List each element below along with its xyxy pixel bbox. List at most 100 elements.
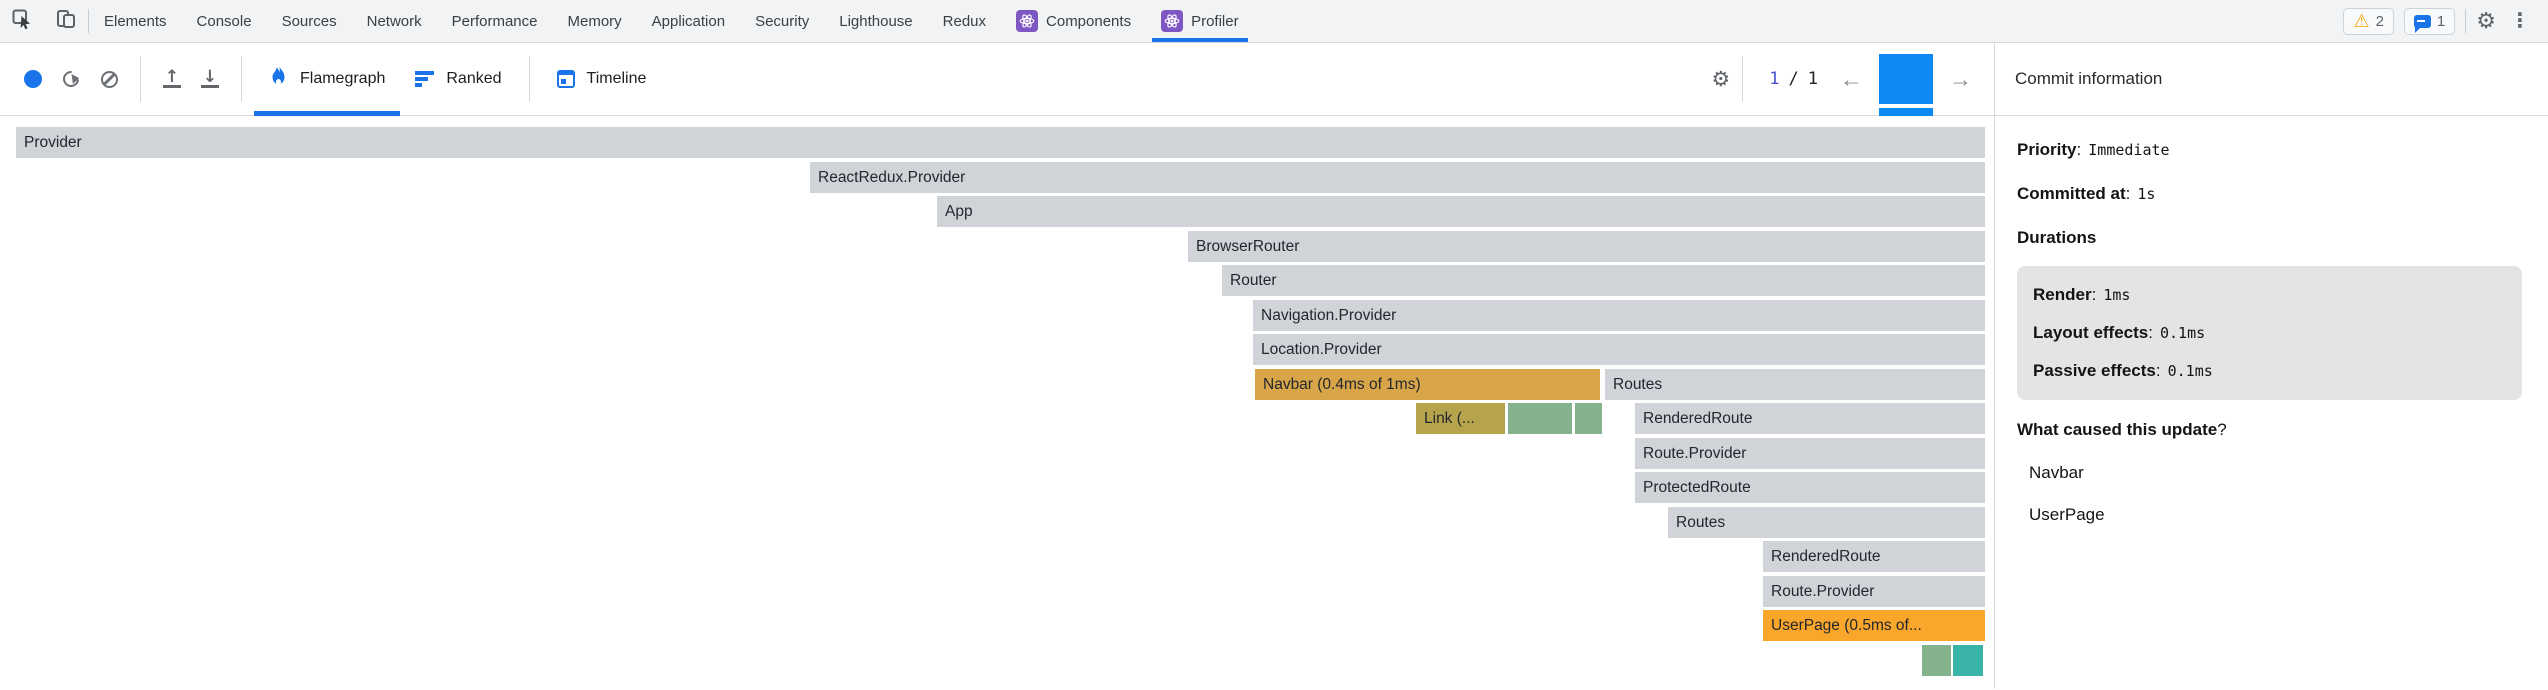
tab-network[interactable]: Network — [352, 0, 437, 42]
commit-divider: / — [1788, 69, 1799, 89]
inspect-element-button[interactable] — [0, 0, 44, 42]
profiler-settings-icon[interactable]: ⚙ — [1711, 67, 1731, 91]
next-commit-arrow[interactable]: → — [1949, 65, 1972, 92]
issues-badge[interactable]: 1 — [2403, 7, 2456, 35]
flame-bar[interactable]: UserPage (0.5ms of... — [1763, 610, 1985, 641]
tab-elements[interactable]: Elements — [89, 0, 182, 42]
priority-label: Priority — [2017, 140, 2077, 159]
cause-label: Navbar — [2029, 463, 2084, 482]
cause-label: UserPage — [2029, 505, 2105, 524]
tabbar-separator — [88, 9, 89, 33]
flame-bar[interactable]: Link (... — [1416, 403, 1505, 434]
toolbar-separator — [528, 56, 530, 102]
tab-performance[interactable]: Performance — [437, 0, 553, 42]
passive-effects-label: Passive effects — [2033, 361, 2156, 380]
tab-label: Profiler — [1191, 12, 1239, 30]
flame-bar[interactable]: Routes — [1668, 506, 1985, 538]
more-options-icon[interactable]: ⋮ — [2510, 10, 2530, 32]
commit-info-title: Commit information — [2015, 69, 2163, 88]
tab-label: Security — [755, 12, 810, 30]
tabbar-separator — [2465, 9, 2467, 33]
selected-commit-bar[interactable] — [1879, 53, 1933, 104]
device-toolbar-button[interactable] — [44, 0, 88, 42]
warning-icon: ⚠ — [2353, 11, 2370, 31]
commit-info-header: Commit information — [1995, 43, 2548, 116]
download-icon: ↓ — [200, 67, 220, 88]
view-tab-label: Flamegraph — [300, 70, 386, 87]
layout-effects-row: Layout effects: 0.1ms — [2033, 323, 2206, 342]
tab-lighthouse[interactable]: Lighthouse — [824, 0, 927, 42]
commit-selector[interactable] — [1879, 53, 1933, 116]
tab-profiler[interactable]: Profiler — [1146, 0, 1254, 42]
ranked-bars-icon — [415, 71, 435, 87]
save-profile-button[interactable]: ↓ — [191, 55, 229, 103]
toolbar-separator — [241, 56, 242, 102]
priority-row: Priority: Immediate — [2017, 140, 2170, 159]
upload-icon: ↑ — [162, 67, 182, 88]
flame-bar[interactable]: Location.Provider — [1253, 334, 1985, 365]
flame-bar[interactable] — [1575, 403, 1602, 434]
layout-effects-value: 0.1ms — [2159, 324, 2206, 342]
tab-components[interactable]: Components — [1001, 0, 1146, 42]
tab-redux[interactable]: Redux — [928, 0, 1001, 42]
tab-label: Performance — [451, 12, 538, 30]
tab-console[interactable]: Console — [182, 0, 267, 42]
tab-application[interactable]: Application — [637, 0, 740, 42]
commit-total: 1 — [1807, 69, 1818, 89]
devtools-tabbar: Elements Console Sources Network Perform… — [0, 0, 2548, 43]
priority-value: Immediate — [2088, 141, 2170, 159]
clear-profiling-button[interactable] — [90, 55, 128, 103]
flame-bar[interactable]: App — [937, 196, 1985, 227]
previous-commit-arrow[interactable]: ← — [1840, 65, 1863, 92]
committed-at-label: Committed at — [2017, 184, 2126, 203]
flame-bar[interactable]: RenderedRoute — [1635, 403, 1985, 434]
flame-bar[interactable]: BrowserRouter — [1188, 230, 1985, 262]
view-tab-ranked[interactable]: Ranked — [400, 43, 516, 116]
tab-label: Lighthouse — [839, 12, 913, 30]
load-profile-button[interactable]: ↑ — [153, 55, 191, 103]
flame-bar[interactable]: Navbar (0.4ms of 1ms) — [1255, 368, 1600, 400]
tab-label: Memory — [567, 12, 622, 30]
flame-bar[interactable]: Route.Provider — [1763, 575, 1985, 607]
flame-bar[interactable] — [1508, 403, 1572, 434]
record-button[interactable] — [14, 55, 52, 103]
flame-bar[interactable]: Router — [1222, 265, 1985, 296]
render-duration-row: Render: 1ms — [2033, 285, 2131, 304]
record-icon — [24, 70, 42, 88]
warnings-badge[interactable]: ⚠ 2 — [2343, 7, 2394, 35]
timeline-calendar-icon — [556, 70, 575, 88]
flame-bar[interactable] — [1922, 644, 1951, 676]
tab-label: Sources — [281, 12, 337, 30]
commit-info-body: Priority: Immediate Committed at: 1s Dur… — [1995, 116, 2548, 536]
what-caused-title: What caused this update — [2017, 420, 2218, 439]
cause-item-userpage: UserPage — [2017, 494, 2522, 536]
tab-security[interactable]: Security — [740, 0, 824, 42]
reload-and-profile-button[interactable] — [52, 55, 90, 103]
flame-bar[interactable]: Routes — [1605, 368, 1985, 400]
flame-bar[interactable]: Provider — [16, 127, 1985, 158]
durations-title: Durations — [2017, 228, 2097, 247]
flame-bar[interactable]: ProtectedRoute — [1635, 472, 1985, 503]
layout-effects-label: Layout effects — [2033, 323, 2149, 342]
flame-bar[interactable]: RenderedRoute — [1763, 541, 1985, 572]
flame-bar[interactable]: ReactRedux.Provider — [810, 161, 1985, 193]
tab-label: Network — [366, 12, 422, 30]
device-toolbar-icon — [55, 8, 77, 35]
view-tab-timeline[interactable]: Timeline — [542, 43, 662, 116]
view-tab-flamegraph[interactable]: Flamegraph — [254, 43, 401, 116]
passive-effects-row: Passive effects: 0.1ms — [2033, 361, 2213, 380]
reload-icon — [59, 67, 83, 91]
tabbar-right-controls: ⚠ 2 1 ⚙ ⋮ — [2343, 0, 2548, 42]
devtools-settings-icon[interactable]: ⚙ — [2476, 8, 2496, 33]
flame-bar[interactable]: Navigation.Provider — [1253, 299, 1985, 331]
view-tab-label: Ranked — [446, 70, 502, 87]
flame-bar[interactable]: Route.Provider — [1635, 437, 1985, 469]
tab-memory[interactable]: Memory — [553, 0, 637, 42]
warning-count: 2 — [2375, 12, 2384, 30]
tab-label: Console — [196, 12, 252, 30]
message-count: 1 — [2436, 12, 2446, 30]
tab-sources[interactable]: Sources — [267, 0, 352, 42]
flame-bar[interactable] — [1953, 644, 1983, 676]
